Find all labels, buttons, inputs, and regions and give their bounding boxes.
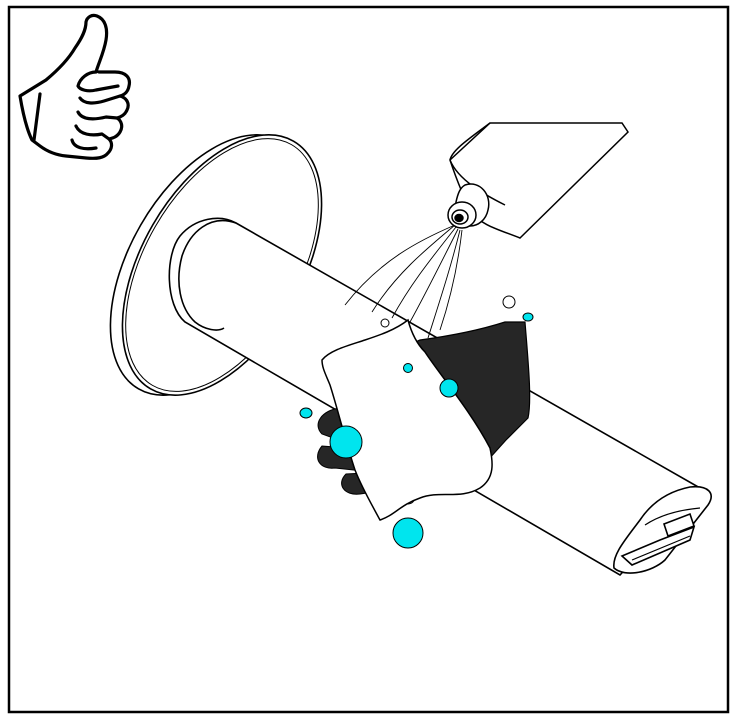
spray-streams <box>344 224 463 339</box>
thumbs-up-icon <box>18 13 132 160</box>
lubricant-tube-icon <box>447 122 629 239</box>
frame-border <box>7 5 730 714</box>
lubricant-droplets <box>299 312 534 549</box>
